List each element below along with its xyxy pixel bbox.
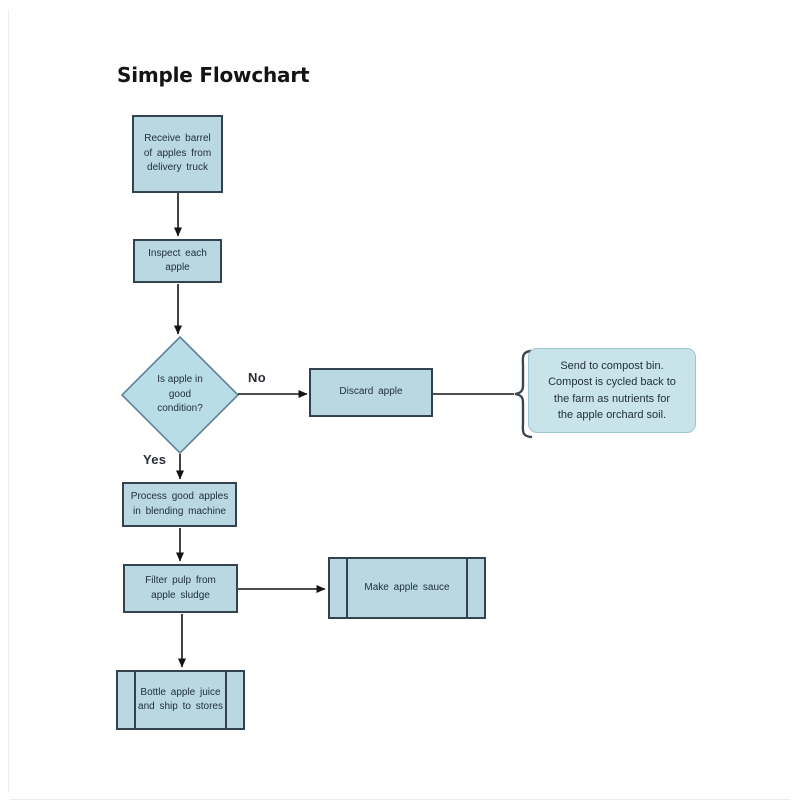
- predefined-process-bar: [134, 671, 136, 729]
- node-process-apples-label: Process good apples in blending machine: [130, 491, 229, 517]
- node-receive-barrel: Receive barrel of apples from delivery t…: [132, 115, 223, 193]
- node-bottle-juice-label: Bottle apple juice and ship to stores: [138, 686, 223, 713]
- callout-compost-note-label: Send to compost bin. Compost is cycled b…: [548, 359, 676, 422]
- predefined-process-bar: [466, 558, 468, 618]
- node-inspect-apple: Inspect each apple: [133, 239, 222, 283]
- node-filter-pulp: Filter pulp from apple sludge: [123, 564, 238, 613]
- node-filter-pulp-label: Filter pulp from apple sludge: [145, 575, 216, 601]
- predefined-process-bar: [346, 558, 348, 618]
- page-left-edge-line: [8, 10, 9, 792]
- predefined-process-bar: [225, 671, 227, 729]
- node-decision-condition: Is apple in good condition?: [130, 366, 230, 424]
- node-process-apples: Process good apples in blending machine: [122, 482, 237, 527]
- node-discard-apple: Discard apple: [309, 368, 433, 417]
- node-make-apple-sauce: Make apple sauce: [328, 557, 486, 619]
- node-bottle-juice: Bottle apple juice and ship to stores: [116, 670, 245, 730]
- node-make-apple-sauce-label: Make apple sauce: [364, 581, 450, 593]
- node-decision-condition-label: Is apple in good condition?: [157, 374, 203, 415]
- page-title: Simple Flowchart: [117, 63, 310, 87]
- page-bottom-edge-line: [10, 799, 790, 800]
- node-receive-barrel-label: Receive barrel of apples from delivery t…: [143, 133, 212, 174]
- node-inspect-apple-label: Inspect each apple: [148, 247, 207, 274]
- branch-label-yes: Yes: [143, 452, 167, 467]
- branch-label-no: No: [248, 370, 266, 385]
- node-discard-apple-label: Discard apple: [339, 386, 403, 398]
- callout-compost-note: Send to compost bin. Compost is cycled b…: [528, 348, 696, 433]
